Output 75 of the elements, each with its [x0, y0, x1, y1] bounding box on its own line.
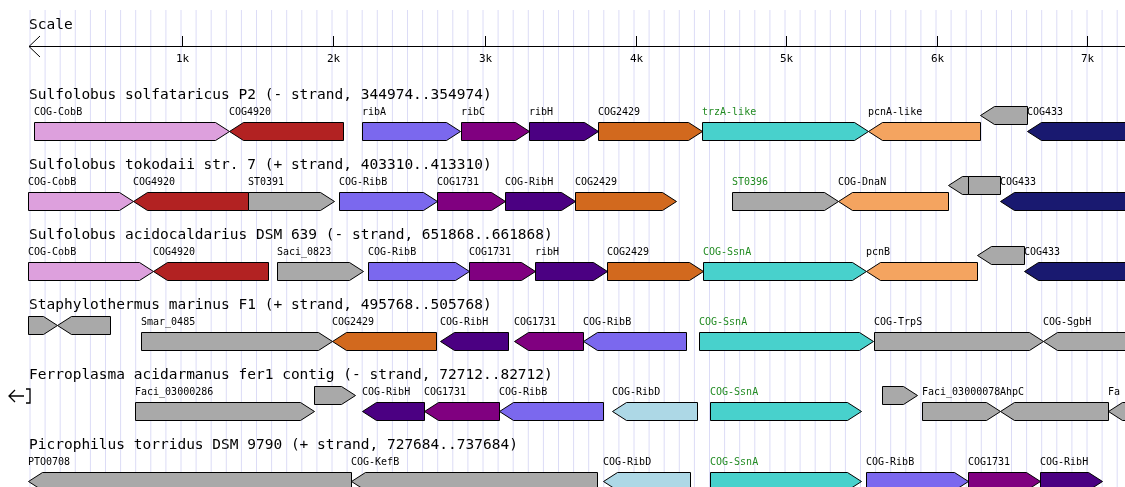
- gene-label: ST0396: [732, 176, 769, 187]
- gene-label: COG-RibB: [339, 176, 388, 187]
- gene-label: COG-KefB: [351, 456, 400, 467]
- gene-label: Smar_0485: [141, 316, 196, 327]
- gene-label: ST0391: [248, 176, 285, 187]
- gene-label: COG-RibB: [368, 246, 417, 257]
- gene-label: COG1731: [424, 386, 467, 397]
- genome-title: Sulfolobus tokodaii str. 7 (+ strand, 403310..413310): [29, 156, 492, 172]
- gene-label: COG-DnaN: [838, 176, 887, 187]
- gene-label: Saci_0823: [277, 246, 332, 257]
- tick-label: 7k: [1081, 53, 1095, 65]
- gene-label: AhpC: [1000, 386, 1025, 397]
- gene-label: COG-CobB: [28, 246, 77, 257]
- gene-label: ribC: [461, 106, 486, 117]
- gene-block: [968, 176, 1001, 195]
- gene-label: COG-SsnA: [703, 246, 752, 257]
- gene-label: ribH: [535, 246, 560, 257]
- gene-label: COG-SsnA: [710, 386, 759, 397]
- gene-label: ribA: [362, 106, 387, 117]
- tick-label: 4k: [630, 53, 644, 65]
- gene-label: COG433: [1027, 106, 1064, 117]
- genome-title: Ferroplasma acidarmanus fer1 contig (- strand, 72712..82712): [29, 366, 553, 382]
- gene-block: [977, 246, 1025, 265]
- gene-label: COG-SsnA: [699, 316, 748, 327]
- gene-label: COG1731: [968, 456, 1011, 467]
- gene-block: [882, 386, 918, 405]
- genome-title: Staphylothermus marinus F1 (+ strand, 495768..505768): [29, 296, 492, 312]
- gene-block: [314, 386, 356, 405]
- gene-label: pcnA-like: [868, 106, 923, 117]
- gene-label: COG1731: [437, 176, 480, 187]
- gene-label: COG4920: [133, 176, 176, 187]
- gene-label: COG4920: [229, 106, 272, 117]
- genome-title: Sulfolobus solfataricus P2 (- strand, 344974..354974): [29, 86, 492, 102]
- gene-label: COG-RibD: [612, 386, 661, 397]
- gene-block: [28, 316, 58, 335]
- gene-label: COG2429: [332, 316, 375, 327]
- gene-label: Faci_03000078: [922, 386, 1001, 397]
- gene-label: COG4920: [153, 246, 196, 257]
- gene-block: [980, 106, 1028, 125]
- gene-label: COG2429: [598, 106, 641, 117]
- gene-label: COG-RibH: [362, 386, 411, 397]
- gene-block: [57, 316, 111, 335]
- genome-title: Picrophilus torridus DSM 9790 (+ strand, 727684..737684): [29, 436, 518, 452]
- scale-label: Scale: [29, 16, 73, 32]
- gene-label: PTO0708: [28, 456, 71, 467]
- gene-label: COG2429: [607, 246, 650, 257]
- gene-label: ribH: [529, 106, 554, 117]
- gene-label: COG433: [1024, 246, 1061, 257]
- tick-label: 5k: [780, 53, 794, 65]
- tick-label: 2k: [327, 53, 341, 65]
- genome-title: Sulfolobus acidocaldarius DSM 639 (- strand, 651868..661868): [29, 226, 553, 242]
- gene-label: COG-RibH: [440, 316, 489, 327]
- tick-label: 3k: [479, 53, 493, 65]
- tick-label: 1k: [176, 53, 190, 65]
- gene-block: [948, 176, 969, 195]
- gene-label: Fa: [1108, 386, 1121, 397]
- gene-label: COG-RibB: [499, 386, 548, 397]
- tick-label: 6k: [931, 53, 945, 65]
- gene-label: COG2429: [575, 176, 618, 187]
- gene-label: COG-TrpS: [874, 316, 923, 327]
- gene-label: COG-CobB: [34, 106, 83, 117]
- gene-label: COG-SgbH: [1043, 316, 1092, 327]
- gene-label: COG-RibH: [1040, 456, 1089, 467]
- gene-label: COG-CobB: [28, 176, 77, 187]
- gene-label: COG-RibH: [505, 176, 554, 187]
- gene-label: COG433: [1000, 176, 1037, 187]
- gene-label: pcnB: [866, 246, 891, 257]
- gene-label: COG1731: [514, 316, 557, 327]
- gene-label: COG-RibB: [866, 456, 915, 467]
- gene-label: COG-RibB: [583, 316, 632, 327]
- gene-label: trzA-like: [702, 106, 757, 117]
- gene-label: Faci_03000286: [135, 386, 214, 397]
- gene-label: COG1731: [469, 246, 512, 257]
- gene-label: COG-RibD: [603, 456, 652, 467]
- gene-label: COG-SsnA: [710, 456, 759, 467]
